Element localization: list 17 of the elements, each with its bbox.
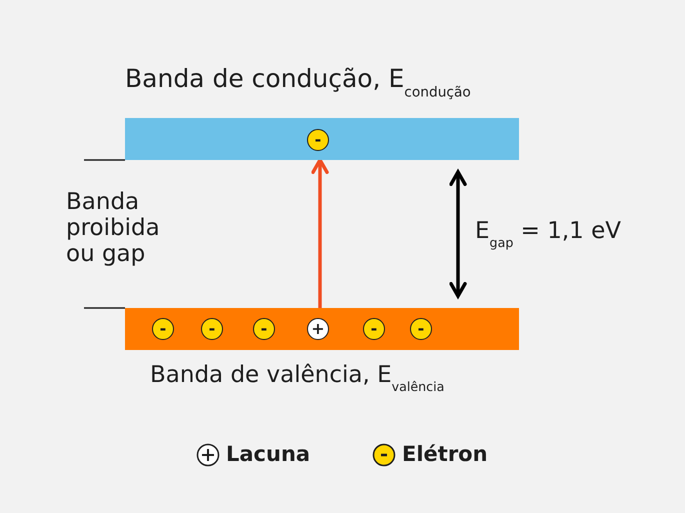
electron-circle: - [410,318,432,340]
electron-circle: - [152,318,174,340]
electron-circle: - [201,318,223,340]
valence-band-bar [125,308,519,350]
double-arrow [449,170,467,298]
electron-circle: - [363,318,385,340]
band-title: Banda de valência, E$_{valência}$ [150,362,444,394]
legend-label: Elétron [402,442,488,466]
electron-circle: - [253,318,275,340]
conduction-band-bar [125,118,519,160]
gap-label: Banda proibida ou gap [66,190,161,268]
legend-label: Lacuna [226,442,310,466]
energy-label: E$_{gap}$ = 1,1 eV [475,218,622,250]
electron-circle: - [307,129,329,151]
arrow [311,158,329,308]
hole-circle: + [307,318,329,340]
band-title: Banda de condução, E$_{condução}$ [125,64,471,101]
